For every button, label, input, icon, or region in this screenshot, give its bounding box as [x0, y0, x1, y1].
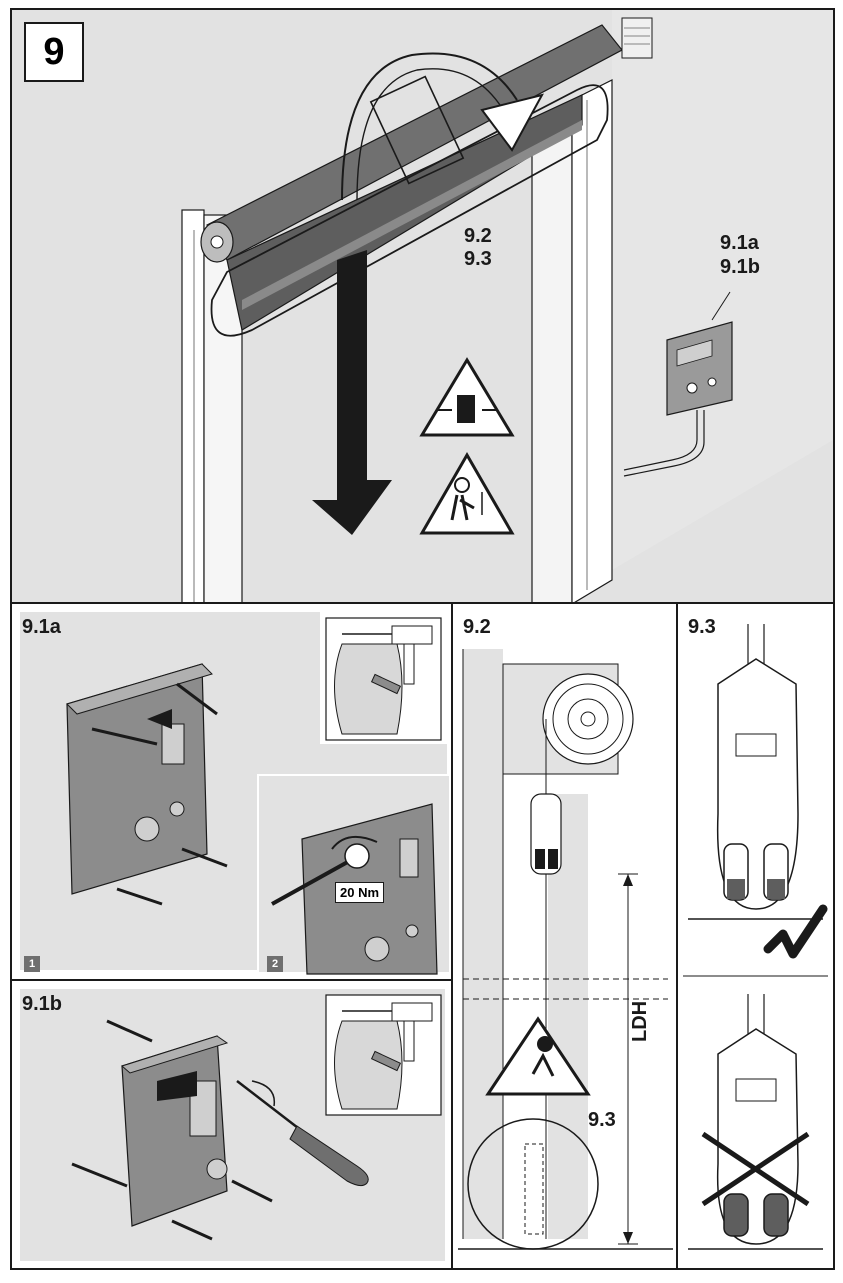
door-illustration	[181, 10, 833, 602]
incorrect-position	[688, 994, 823, 1250]
screw-mount-illustration	[71, 994, 442, 1241]
panel-9-2-title: 9.2	[463, 616, 491, 638]
highlight-outline	[210, 84, 609, 337]
torque-label: 20 Nm	[335, 882, 385, 903]
drill-inset	[325, 617, 442, 741]
door-roll	[200, 24, 623, 331]
panel-9-1b: 9.1b	[12, 981, 453, 1268]
panel-9-1b-title: 9.1b	[22, 993, 63, 1015]
down-arrow	[312, 250, 392, 535]
panel-9-2: 9.2 LDH 9.3	[453, 604, 678, 1268]
drill-inset-b	[325, 994, 442, 1116]
panel-9-3-title: 9.3	[688, 616, 716, 638]
correct-position	[688, 624, 828, 959]
ref-9-1a-label: 9.1a	[720, 232, 759, 254]
right-frame-post	[531, 79, 613, 602]
main-illustration-panel: 9 9.2 9.3 9.1a 9.1b	[12, 10, 833, 604]
travel-limit-illustration	[458, 649, 673, 1250]
checkmark-icon	[763, 904, 828, 959]
ref-9-2-label: 9.2	[464, 225, 492, 247]
ref-9-1b-label: 9.1b	[720, 256, 761, 278]
warning-triangle	[485, 1016, 591, 1096]
page-frame: 9 9.2 9.3 9.1a 9.1b	[10, 8, 835, 1270]
ref-9-3-label: 9.3	[464, 248, 492, 270]
rotation-arrow	[341, 52, 544, 201]
control-box-b	[71, 1019, 273, 1241]
substep-2-badge: 2	[267, 956, 283, 972]
control-box	[623, 291, 733, 477]
wall-mount-illustration	[66, 617, 442, 975]
hazard-warning-sign	[419, 451, 515, 535]
step-number: 9	[43, 30, 65, 73]
ref-9-3-inline: 9.3	[588, 1109, 616, 1131]
control-box-step1	[66, 663, 228, 906]
panel-9-1a-bg3	[312, 744, 447, 774]
crush-warning-sign	[419, 357, 515, 437]
panel-9-3: 9.3	[678, 604, 833, 1268]
panel-9-1a-title: 9.1a	[22, 616, 61, 638]
step-number-box: 9	[24, 22, 84, 82]
screwdriver	[236, 1080, 369, 1187]
panel-9-1a: 9.1a 1 2 20 Nm	[12, 604, 453, 981]
motor	[621, 17, 653, 59]
substep-1-badge: 1	[24, 956, 40, 972]
seal-contact-illustration	[683, 624, 828, 1250]
ldh-dimension-label: LDH	[629, 1000, 651, 1042]
